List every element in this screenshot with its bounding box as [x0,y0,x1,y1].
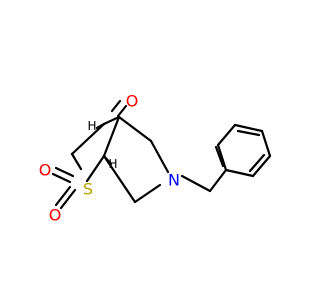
benzyl-ch2-ring-bond [208,168,228,193]
sulfur-label: S [83,180,93,199]
sulfone-double-bond-1b [51,172,72,184]
left-ring-bond-1 [70,122,106,156]
amine-nitrogen-label: N [168,171,180,190]
benzene-bond-6 [224,168,255,178]
ketone-oxygen-label: O [126,92,139,111]
right-ring-bond-4 [133,183,162,204]
benzyl-n-ch2-bond [180,174,212,193]
upper-stereo-bond [95,122,106,130]
bridge-bond-top [102,115,121,126]
sulfone-oxygen-1-label: O [39,161,52,180]
sulfone-double-bond-2b [59,188,77,210]
lower-stereo-bond [102,154,113,166]
chemical-structure-canvas: O S O O N H H [38,91,272,225]
bridge-bond-bottom [102,115,121,158]
left-ring-bond-3 [85,154,106,183]
benzene-bond-3 [233,123,264,133]
sulfone-double-bond-2a [54,185,72,207]
benzene-bond-2 [216,123,237,147]
right-ring-bond-3 [102,154,137,204]
benzene-inner-double-3 [248,153,266,173]
left-ring-bond-2 [70,152,83,171]
benzene-bond-5 [251,154,272,178]
sulfone-double-bond-1a [54,166,75,178]
right-ring-bond-2 [149,139,170,174]
benzene-inner-double-2 [236,129,261,137]
lower-bridgehead-h-label: H [108,157,117,171]
benzene-bond-4 [260,129,272,158]
upper-bridgehead-h-label: H [87,119,96,133]
molecule-diagram: O S O O N H H [39,92,272,225]
carbonyl-double-bond-2 [110,99,122,113]
right-ring-bond-1 [117,115,153,143]
benzene-inner-double-1 [214,145,225,168]
benzene-bond-1 [216,143,228,172]
carbonyl-double-bond-1 [116,104,128,118]
sulfone-oxygen-2-label: O [49,206,62,225]
